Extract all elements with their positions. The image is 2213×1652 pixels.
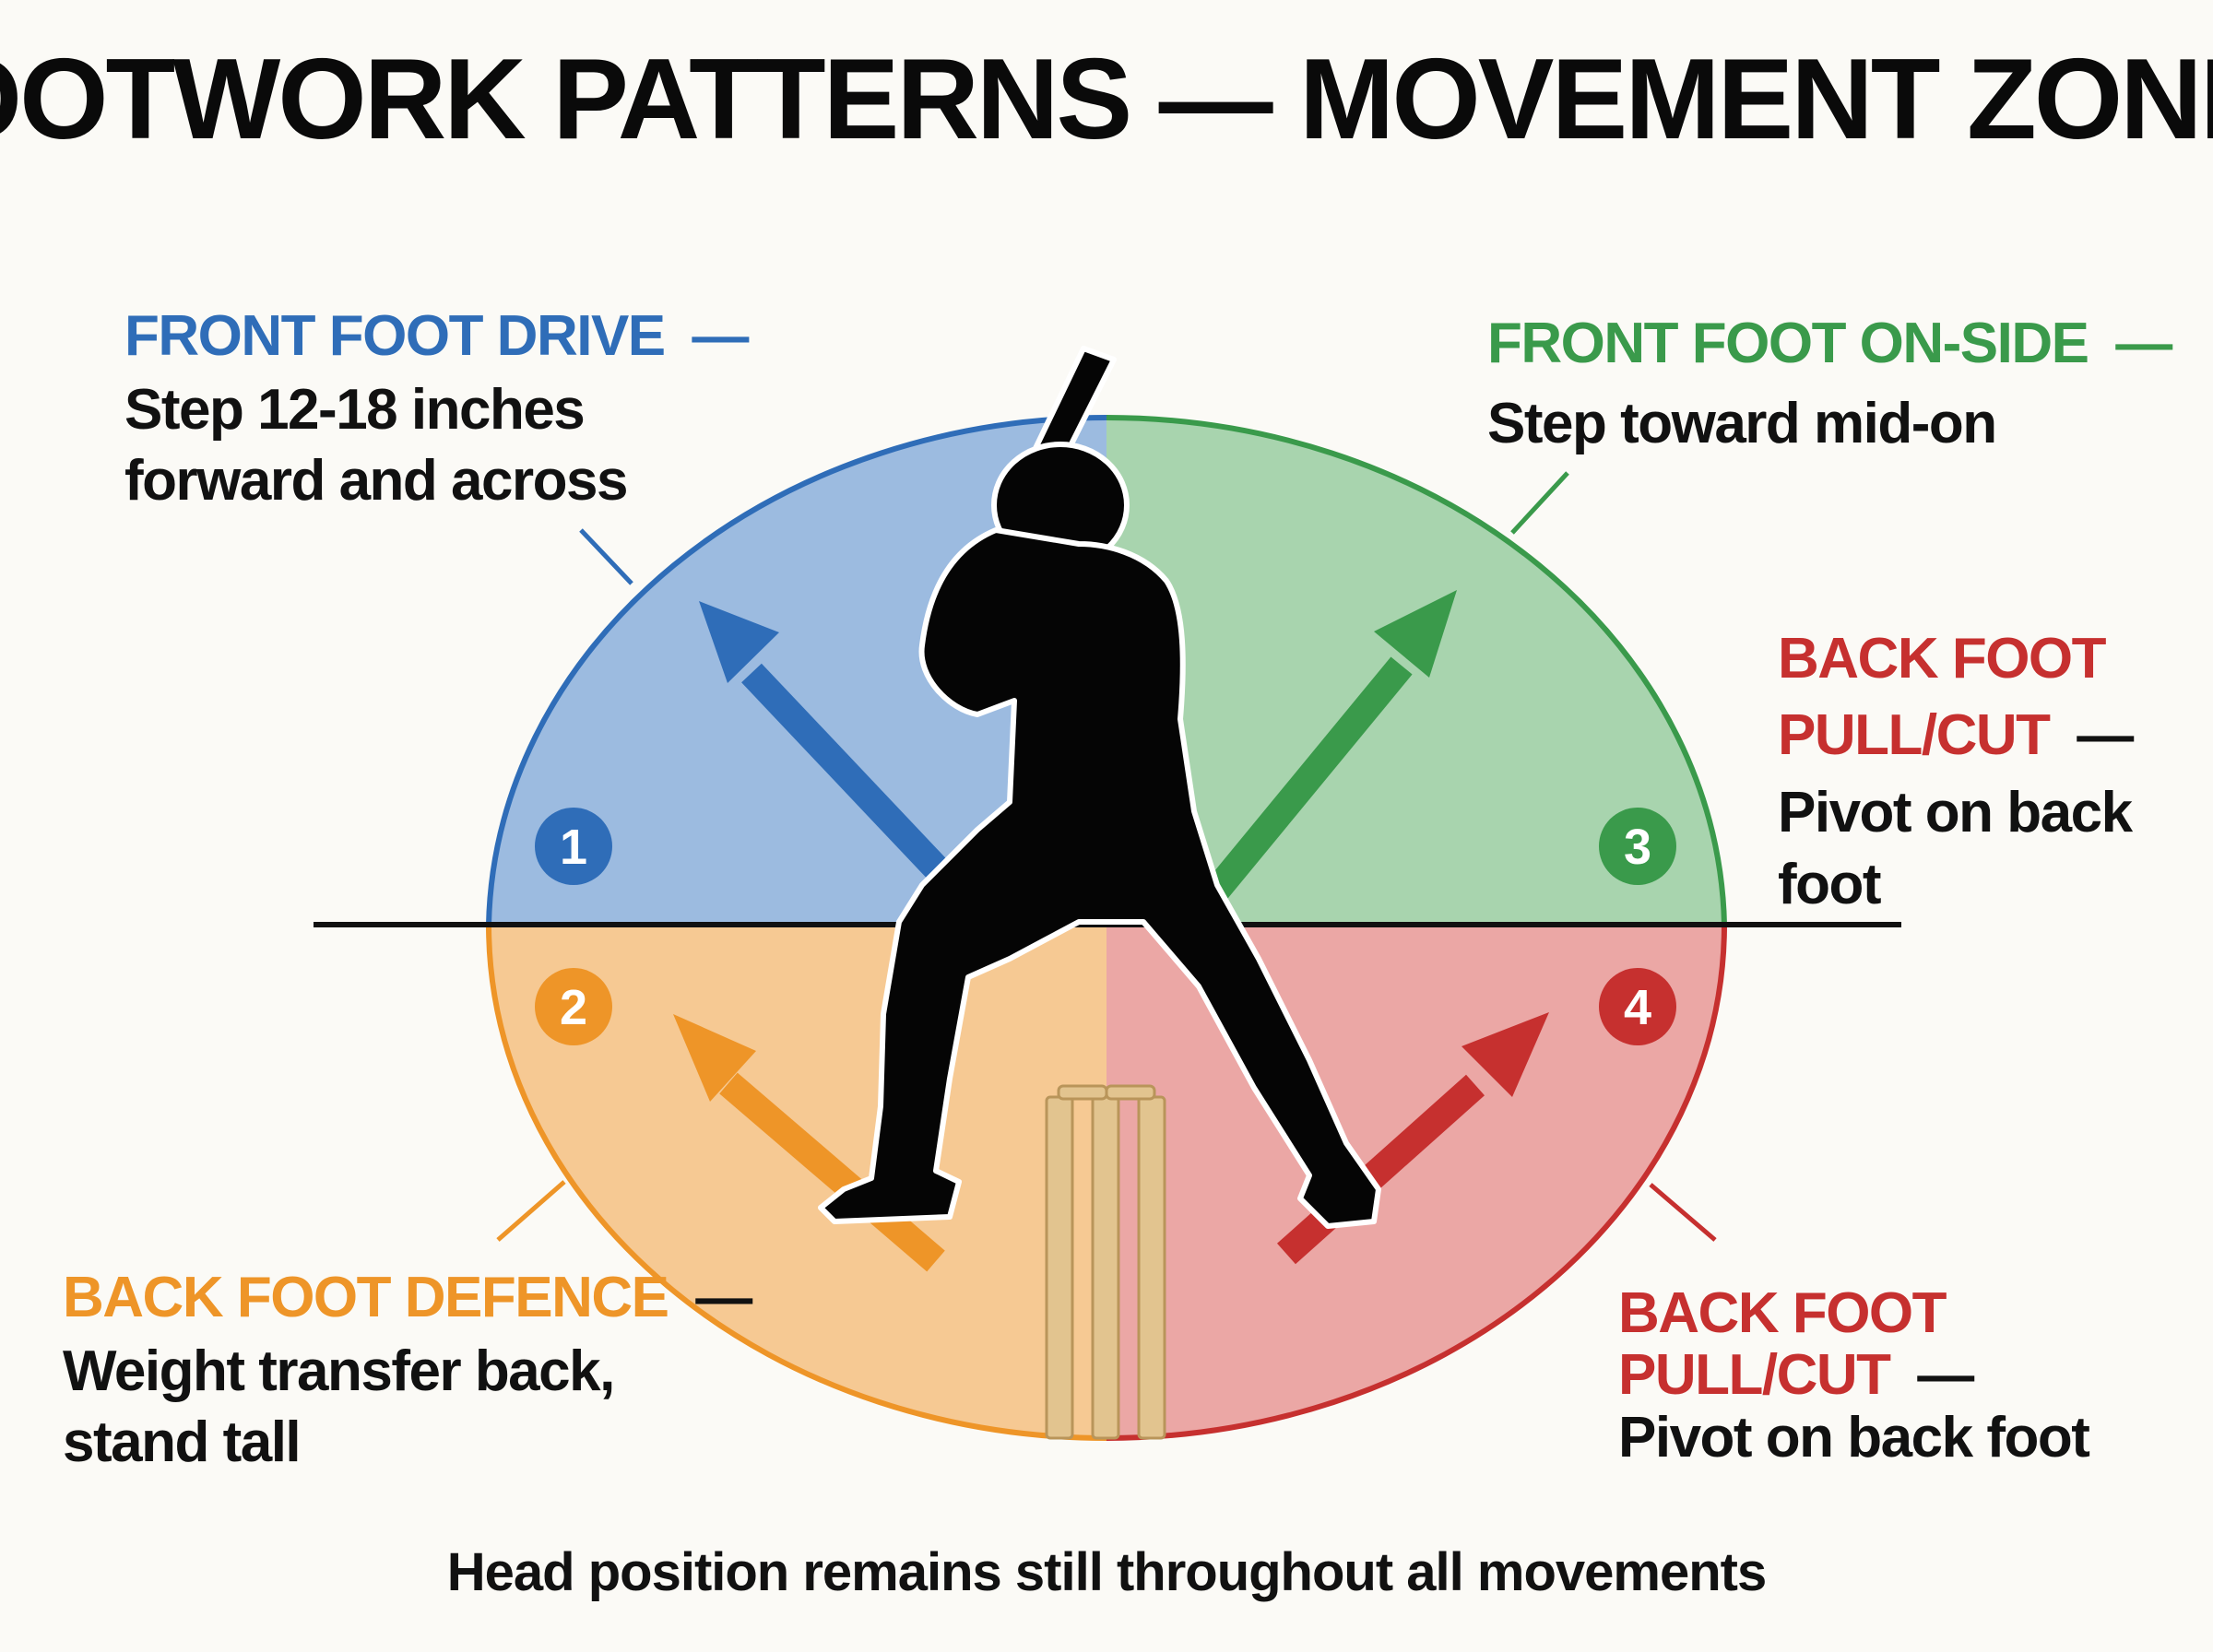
pull-cut-upper-heading-1: BACK FOOT	[1778, 627, 2107, 690]
zone-1-heading: FRONT FOOT DRIVE	[124, 304, 665, 368]
zone-2-heading: BACK FOOT DEFENCE	[63, 1266, 669, 1329]
zone-1-line-1: Step 12-18 inches	[124, 378, 584, 442]
badge-zone-2: 2	[535, 968, 612, 1045]
zone-2-outline	[486, 924, 1107, 1441]
arrow-zone-2	[673, 1014, 945, 1272]
svg-text:PULL/CUT —: PULL/CUT —	[1618, 1343, 1974, 1407]
pull-cut-upper-line-1: Pivot on back	[1778, 781, 2134, 844]
label-front-foot-on-side: FRONT FOOT ON-SIDE — Step toward mid-on	[1487, 312, 2174, 455]
pull-cut-upper-heading-2: PULL/CUT	[1778, 703, 2051, 767]
badge-zone-4: 4	[1599, 968, 1676, 1045]
stumps	[1045, 1084, 1166, 1440]
zone-4-outline	[1106, 924, 1727, 1441]
label-back-foot-defence: BACK FOOT DEFENCE — Weight transfer back…	[63, 1266, 754, 1474]
badge-zone-1: 1	[535, 808, 612, 885]
zone-4-heading-2: PULL/CUT	[1618, 1343, 1891, 1407]
zone-4-heading-1: BACK FOOT	[1618, 1281, 1947, 1345]
leader-line-zone-1	[579, 528, 633, 585]
leader-line-zone-2	[496, 1180, 566, 1242]
svg-text:PULL/CUT —: PULL/CUT —	[1778, 703, 2134, 767]
arrow-zone-4	[1277, 1012, 1549, 1265]
batsman-silhouette	[818, 346, 1381, 1229]
page-title: FOOTWORK PATTERNS — MOVEMENT ZONES	[0, 36, 2213, 163]
svg-text:4: 4	[1624, 980, 1651, 1035]
svg-text:2: 2	[560, 980, 587, 1035]
zone-2-line-2: stand tall	[63, 1410, 300, 1474]
svg-text:FRONT FOOT ON-SIDE —: FRONT FOOT ON-SIDE —	[1487, 312, 2172, 375]
zone-2-line-1: Weight transfer back,	[63, 1339, 614, 1403]
zone-3-heading: FRONT FOOT ON-SIDE	[1487, 312, 2089, 375]
label-front-foot-drive: FRONT FOOT DRIVE — Step 12-18 inches for…	[124, 304, 751, 513]
badge-zone-3: 3	[1599, 808, 1676, 885]
body	[818, 527, 1381, 1229]
svg-text:1: 1	[560, 820, 587, 875]
pull-cut-upper-line-2: foot	[1778, 853, 1881, 916]
label-back-foot-pull-cut-upper: BACK FOOT PULL/CUT — Pivot on back foot	[1778, 627, 2136, 916]
arrow-zone-1	[699, 601, 955, 888]
zone-3-line-1: Step toward mid-on	[1487, 392, 1996, 455]
arrow-zone-3	[1206, 590, 1457, 899]
svg-text:FRONT FOOT DRIVE —: FRONT FOOT DRIVE —	[124, 304, 749, 368]
leader-line-zone-4	[1649, 1183, 1717, 1242]
label-back-foot-pull-cut-lower: BACK FOOT PULL/CUT — Pivot on back foot	[1618, 1281, 2091, 1469]
zone-3-fill	[1106, 418, 1724, 925]
footer-note: Head position remains still throughout a…	[447, 1542, 1766, 1602]
zone-3-outline	[1106, 415, 1727, 926]
zone-1-outline	[486, 415, 1107, 926]
zone-1-fill	[489, 418, 1106, 925]
leader-line-zone-3	[1510, 471, 1569, 535]
zone-4-line-1: Pivot on back foot	[1618, 1406, 2089, 1469]
zone-1-line-2: forward and across	[124, 449, 627, 513]
svg-text:BACK FOOT DEFENCE —: BACK FOOT DEFENCE —	[63, 1266, 752, 1329]
svg-text:3: 3	[1624, 820, 1651, 875]
